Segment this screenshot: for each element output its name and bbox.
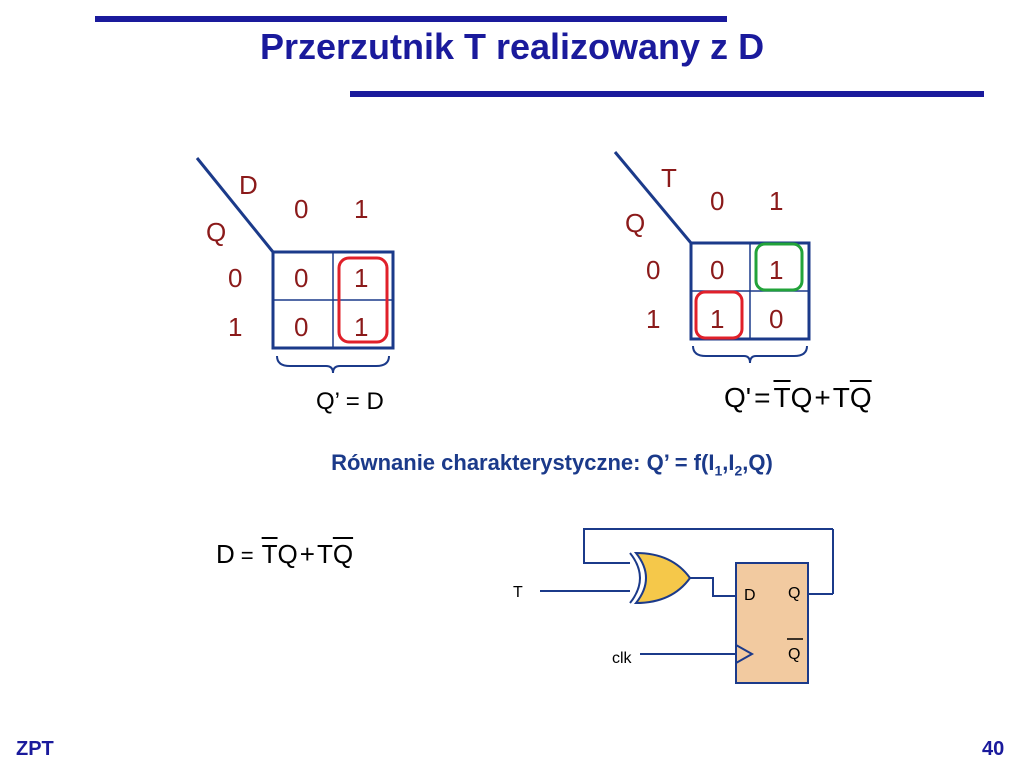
slide-title: Przerzutnik T realizowany z D [259,26,765,67]
ff-qbar-label: Q [788,646,801,663]
ff-d-label: D [744,587,756,604]
circuit-input-clk: clk [612,650,632,667]
right-eq-qbar: Q [849,382,872,413]
left-map-cell-1-0: 0 [294,312,309,342]
right-map-brace [692,345,808,364]
d-eq-equals: = [240,543,254,568]
left-map-brace [276,355,390,374]
xor-to-d-wire [690,577,736,597]
left-map-col-header-0: 0 [294,194,309,224]
right-map-col-var: T [661,163,677,193]
footer-left: ZPT [16,738,54,760]
right-map-col-header-0: 0 [710,186,725,216]
right-map-ring-green [754,242,804,292]
left-map-row-var: Q [206,217,227,247]
ff-q-label: Q [788,585,801,602]
left-map-cell-1-1: 1 [354,312,369,342]
right-eq-lhs: Q' [724,382,752,413]
left-map-equation: Q’ = D [316,388,384,415]
circuit [540,528,834,655]
characteristic-sep: ,I [722,450,735,475]
d-eq-tbar: T [261,539,278,569]
d-eq-qbar: Q [332,539,354,569]
left-map-row-header-0: 0 [228,263,243,293]
right-map-diagonal [613,151,693,244]
right-map-cell-1-1: 0 [769,304,784,334]
left-map-row-header-1: 1 [228,312,243,342]
characteristic-equation: Równanie charakterystyczne: Q’ = f(I1,I2… [0,450,1024,478]
right-map-row-var: Q [625,208,646,238]
d-eq-t: T [316,539,333,569]
right-map-cell-0-0: 0 [710,255,725,285]
d-equation: D=TQ+TQ [216,541,353,567]
right-map-row-header-0: 0 [646,255,661,285]
right-eq-tbar: T [773,382,791,413]
right-eq-plus: + [814,382,831,413]
right-map-cell-0-1: 1 [769,255,784,285]
d-eq-lhs: D [216,539,235,569]
right-map-ring-red [694,290,744,340]
right-map-cell-1-0: 1 [710,304,725,334]
feedback-wire [583,528,833,564]
d-flipflop-box [735,562,809,684]
xor-gate [629,551,692,605]
right-eq-q: Q [790,382,813,413]
right-eq-equals: = [754,382,771,413]
title-rule-top [95,16,727,22]
d-eq-q: Q [277,539,298,569]
characteristic-end: ,Q) [742,450,773,475]
characteristic-sub2: 2 [734,462,743,479]
right-map-col-header-1: 1 [769,186,784,216]
right-eq-t: T [832,382,850,413]
characteristic-text: Równanie charakterystyczne: Q’ = f(I [331,450,715,475]
left-map-col-header-1: 1 [354,194,369,224]
circuit-input-t: T [513,584,523,601]
clock-triangle-icon [735,644,755,664]
left-map-cell-0-0: 0 [294,263,309,293]
left-map-cell-0-1: 1 [354,263,369,293]
left-map-diagonal [195,157,275,253]
right-map-row-header-1: 1 [646,304,661,334]
left-map-col-var: D [239,170,258,200]
left-map-group-ring [337,256,389,344]
characteristic-sub1: 1 [714,462,723,479]
page-number: 40 [982,738,1005,760]
title-rule-bottom [350,91,984,97]
right-map-equation: Q'=TQ+TQ [724,384,872,412]
d-eq-plus: + [299,539,315,569]
